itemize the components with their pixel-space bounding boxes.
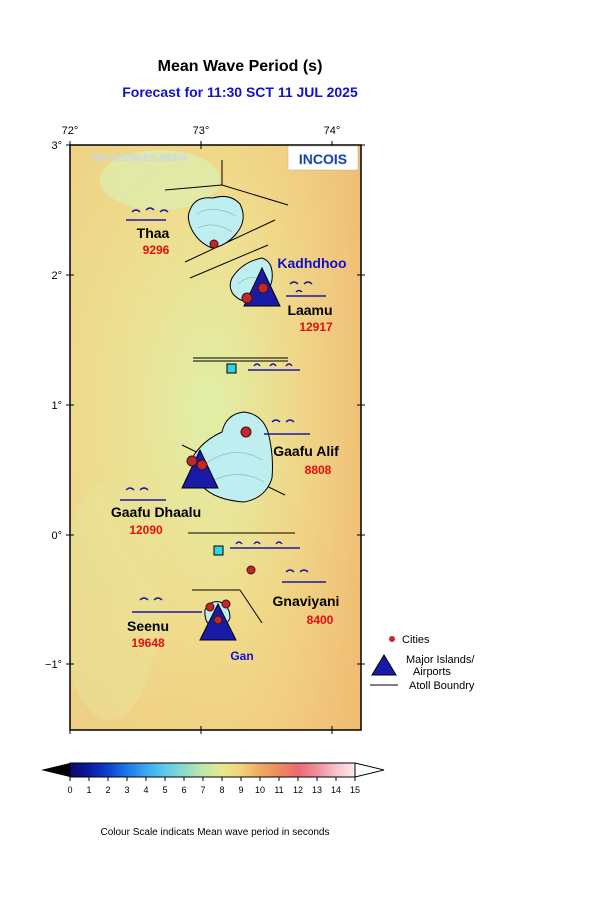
atoll-name: Seenu xyxy=(127,618,169,634)
atoll-value: 19648 xyxy=(131,636,165,650)
atoll-name: Laamu xyxy=(287,302,332,318)
lat-tick-label: 0° xyxy=(51,530,62,542)
colorbar-tick-label: 9 xyxy=(238,785,243,795)
axis-labels: 72° 73° 74° 3° 2° 1° 0° −1° xyxy=(45,125,340,671)
airport-legend-icon xyxy=(371,654,397,676)
colorbar-tick-label: 11 xyxy=(274,785,283,795)
lon-tick-label: 72° xyxy=(62,125,79,137)
atoll-value: 12090 xyxy=(129,523,163,537)
airport-name: Gan xyxy=(230,649,253,663)
city-dot xyxy=(221,599,231,609)
map-legend: Cities Major Islands/ Airports Atoll Bou… xyxy=(370,634,475,692)
city-dot xyxy=(240,426,252,438)
colorbar-tick-label: 1 xyxy=(86,785,91,795)
map-frame xyxy=(69,144,362,731)
colorbar-tick-label: 4 xyxy=(143,785,148,795)
atoll-value: 12917 xyxy=(299,320,333,334)
atoll-value: 9296 xyxy=(143,243,170,257)
city-dot xyxy=(186,455,198,467)
axis-ticks xyxy=(66,141,365,734)
dhivehi-script xyxy=(120,207,326,613)
city-dot xyxy=(196,459,208,471)
legend-atoll-boundary: Atoll Boundry xyxy=(409,680,475,692)
lat-tick-label: 3° xyxy=(51,140,62,152)
atoll-name: Gaafu Alif xyxy=(273,443,339,459)
atoll-name: Gaafu Dhaalu xyxy=(111,504,201,520)
lon-tick-label: 74° xyxy=(324,125,341,137)
city-dot xyxy=(213,615,223,625)
atoll-value: 8400 xyxy=(307,613,334,627)
incois-logo: INCOIS xyxy=(287,145,359,171)
lat-tick-label: 1° xyxy=(51,400,62,412)
colorbar-tick-label: 15 xyxy=(350,785,360,795)
colorbar-tick-label: 5 xyxy=(162,785,167,795)
colorbar-tick-label: 12 xyxy=(293,785,303,795)
lat-tick-label: 2° xyxy=(51,270,62,282)
channel-marker xyxy=(226,363,237,374)
city-dot xyxy=(241,292,253,304)
colorbar-tick-label: 8 xyxy=(219,785,224,795)
city-dot xyxy=(246,565,256,575)
map-title: Mean Wave Period (s) xyxy=(157,58,323,75)
atoll-value: 8808 xyxy=(305,463,332,477)
svg-text:INCOIS: INCOIS xyxy=(299,151,347,167)
colorbar-footnote: Colour Scale indicats Mean wave period i… xyxy=(100,827,330,838)
colorbar-tick-label: 7 xyxy=(200,785,205,795)
atoll-name: Gnaviyani xyxy=(273,593,340,609)
city-dot xyxy=(257,282,269,294)
city-markers xyxy=(186,239,269,625)
airport-name: Kadhdhoo xyxy=(277,255,346,271)
atoll-name: Thaa xyxy=(137,225,170,241)
forecast-subtitle: Forecast for 11:30 SCT 11 JUL 2025 xyxy=(122,84,358,100)
colorbar-tick-label: 2 xyxy=(105,785,110,795)
colorbar-tick-label: 6 xyxy=(181,785,186,795)
watermark: INCOIS/MoES,INDIA xyxy=(92,153,187,164)
colorbar-gradient xyxy=(69,762,356,778)
thaa-atoll xyxy=(187,196,244,249)
atoll-labels: Thaa 9296 Laamu 12917 Gaafu Alif 8808 Ga… xyxy=(111,225,347,663)
legend-major-islands: Major Islands/ xyxy=(406,654,475,666)
colorbar-tick-label: 13 xyxy=(312,785,322,795)
legend-cities: Cities xyxy=(402,634,430,646)
colorbar-under-arrow xyxy=(41,763,70,777)
colorbar-tick-label: 10 xyxy=(255,785,265,795)
colorbar-tick-label: 0 xyxy=(67,785,72,795)
colorbar-tick-label: 3 xyxy=(124,785,129,795)
city-legend-icon xyxy=(389,636,395,642)
channel-marker xyxy=(213,545,224,556)
lat-tick-label: −1° xyxy=(45,659,62,671)
colorbar-over-arrow xyxy=(354,762,385,778)
city-dot xyxy=(205,602,215,612)
colorbar-tick-label: 14 xyxy=(331,785,341,795)
city-dot xyxy=(209,239,219,249)
lon-tick-label: 73° xyxy=(193,125,210,137)
legend-airports: Airports xyxy=(413,666,451,678)
